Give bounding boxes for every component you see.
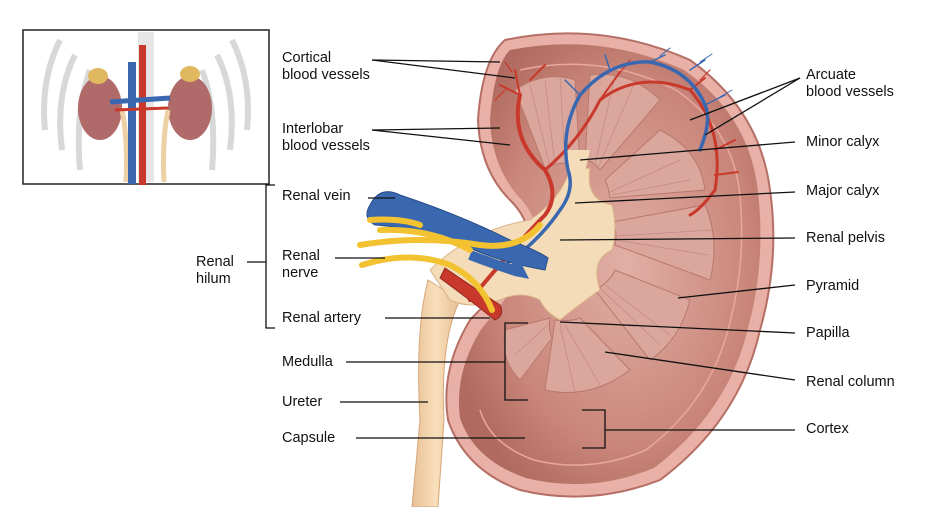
renal-nerve bbox=[357, 216, 543, 313]
ureter-tube bbox=[411, 279, 461, 507]
label-capsule: Capsule bbox=[282, 430, 336, 446]
label-renal-artery: Renal artery bbox=[282, 310, 361, 326]
label-renal-column: Renal column bbox=[806, 374, 895, 390]
label-renal-pelvis: Renal pelvis bbox=[806, 230, 885, 246]
label-major-calyx: Major calyx bbox=[806, 183, 880, 199]
label-minor-calyx: Minor calyx bbox=[806, 134, 880, 150]
renal-artery bbox=[439, 267, 503, 321]
label-arcuate-blood-vessels: Arcuate blood vessels bbox=[806, 67, 894, 100]
label-ureter: Ureter bbox=[282, 394, 323, 410]
label-interlobar-blood-vessels: Interlobar blood vessels bbox=[282, 121, 370, 154]
leader-lines bbox=[247, 59, 801, 449]
label-cortex: Cortex bbox=[806, 421, 849, 437]
label-medulla: Medulla bbox=[282, 354, 333, 370]
label-renal-hilum: Renal hilum bbox=[196, 254, 234, 287]
veins bbox=[503, 47, 733, 267]
label-pyramid: Pyramid bbox=[806, 278, 860, 294]
renal-vein bbox=[366, 191, 549, 271]
inset-torso-view bbox=[22, 29, 270, 185]
label-renal-nerve: Renal nerve bbox=[282, 248, 320, 281]
label-papilla: Papilla bbox=[806, 325, 850, 341]
label-renal-vein: Renal vein bbox=[282, 188, 351, 204]
label-cortical-blood-vessels: Cortical blood vessels bbox=[282, 50, 370, 83]
